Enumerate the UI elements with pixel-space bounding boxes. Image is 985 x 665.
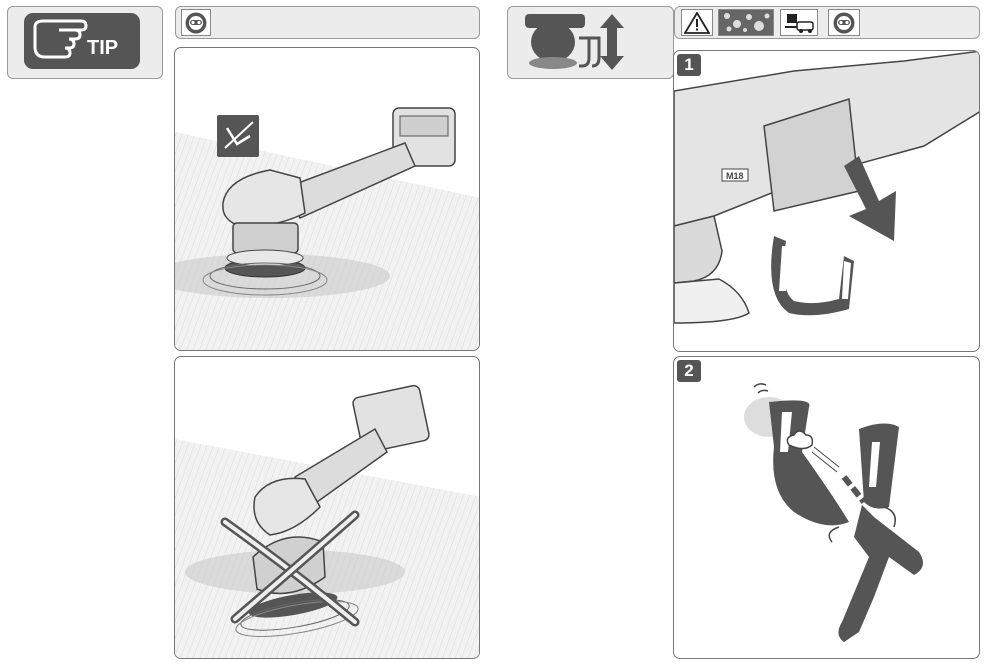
panel-correct-polishing bbox=[174, 47, 480, 351]
eye-protection-icon bbox=[833, 12, 855, 33]
eye-protection-icon-box-right bbox=[828, 9, 860, 36]
dust-icon bbox=[719, 10, 773, 35]
incorrect-x-icon bbox=[220, 510, 360, 627]
warning-icon-box bbox=[681, 9, 713, 36]
panel-incorrect-polishing bbox=[174, 356, 480, 659]
illustration-polisher-tilted bbox=[175, 384, 479, 658]
dust-icon-box bbox=[718, 9, 774, 36]
vacuum-icon-box bbox=[780, 9, 818, 36]
panel-step-2: 2 bbox=[673, 356, 980, 659]
no-tilt-icon bbox=[217, 115, 259, 157]
left-header-bar bbox=[175, 6, 480, 39]
eye-protection-icon-box bbox=[181, 9, 211, 36]
vacuum-icon bbox=[785, 13, 814, 33]
illustration-clean-dust-guard bbox=[744, 383, 923, 642]
panel-step-1: M18 1 bbox=[673, 50, 980, 352]
badge-m18: M18 bbox=[726, 171, 744, 181]
illustration-polisher-flat bbox=[175, 107, 479, 350]
tip-label: TIP bbox=[87, 36, 119, 59]
tip-hand-icon bbox=[33, 19, 88, 59]
eye-protection-icon bbox=[185, 12, 207, 33]
step-number-1: 1 bbox=[677, 54, 701, 76]
step-number-2: 2 bbox=[677, 360, 701, 382]
warning-icon bbox=[684, 11, 710, 34]
tip-badge: TIP bbox=[24, 13, 140, 69]
illustration-attach-dust-guard: M18 bbox=[674, 51, 979, 324]
tool-grip-icon bbox=[517, 8, 667, 78]
